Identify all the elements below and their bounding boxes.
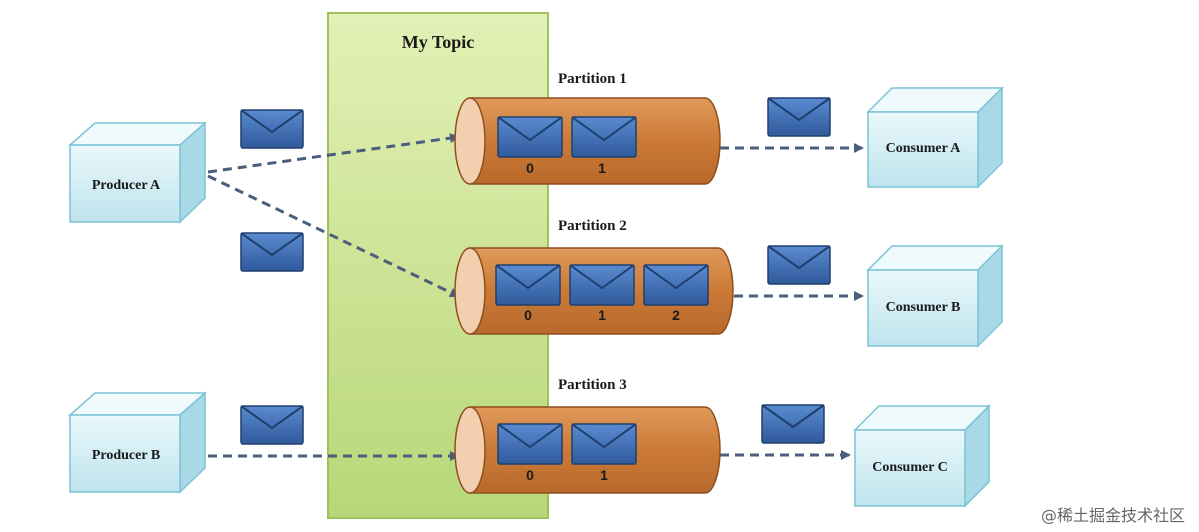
offset-label: 0: [526, 160, 534, 176]
topic-title: My Topic: [402, 32, 475, 52]
consumer-b-label: Consumer B: [886, 300, 961, 315]
message-envelope-icon: [767, 245, 831, 285]
message-envelope-icon: [495, 264, 561, 306]
offset-label: 0: [526, 467, 534, 483]
offset-label: 1: [598, 307, 606, 323]
partition-2: Partition 2 0 1 2: [454, 218, 734, 335]
partition-3-label: Partition 3: [558, 377, 627, 393]
partition-2-label: Partition 2: [558, 218, 627, 234]
message-envelope-icon: [571, 423, 637, 465]
producer-a-label: Producer A: [92, 178, 161, 193]
message-envelope-icon: [240, 232, 304, 272]
offset-label: 2: [672, 307, 680, 323]
arrow-producer-a-to-partition-1: [207, 133, 460, 174]
message-envelope-icon: [569, 264, 635, 306]
message-envelope-icon: [497, 423, 563, 465]
offset-label: 1: [598, 160, 606, 176]
watermark: @稀土掘金技术社区: [1040, 506, 1185, 525]
partition-1: Partition 1 0 1: [454, 71, 721, 185]
offset-label: 1: [600, 467, 608, 483]
partition-3: Partition 3 0 1: [454, 377, 721, 494]
consumer-box-c: Consumer C: [853, 404, 991, 508]
producer-box-a: Producer A: [68, 121, 207, 224]
arrow-producer-a-to-partition-2: [207, 174, 460, 298]
message-envelope-icon: [497, 116, 563, 158]
message-envelope-icon: [240, 109, 304, 149]
consumer-c-label: Consumer C: [872, 460, 948, 475]
consumer-box-a: Consumer A: [866, 86, 1004, 189]
consumer-box-b: Consumer B: [866, 244, 1004, 348]
partition-1-label: Partition 1: [558, 71, 627, 87]
message-envelope-icon: [571, 116, 637, 158]
flow-arrows: [207, 133, 864, 461]
producer-b-label: Producer B: [92, 448, 160, 463]
message-envelope-icon: [643, 264, 709, 306]
message-envelope-icon: [240, 405, 304, 445]
consumer-a-label: Consumer A: [886, 141, 962, 156]
message-envelope-icon: [767, 97, 831, 137]
message-envelope-icon: [761, 404, 825, 444]
offset-label: 0: [524, 307, 532, 323]
producer-box-b: Producer B: [68, 391, 207, 494]
